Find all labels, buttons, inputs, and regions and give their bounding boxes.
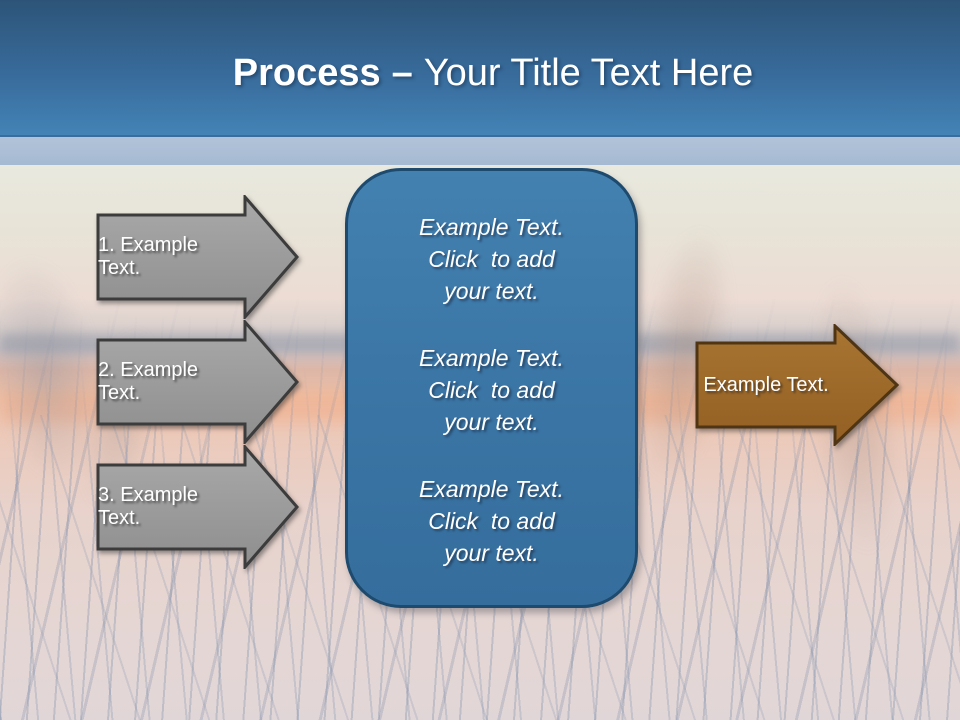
panel-text-block-3[interactable]: Example Text. Click to add your text. — [419, 476, 564, 566]
title-dash: – — [391, 52, 413, 94]
slide-title[interactable]: Process – Your Title Text Here — [0, 0, 960, 137]
panel-text-block-1[interactable]: Example Text. Click to add your text. — [419, 214, 564, 304]
process-step-arrow-3[interactable]: 3. Example Text. — [95, 445, 300, 569]
header-divider-band — [0, 137, 960, 165]
title-bar — [0, 0, 960, 137]
process-step-2-label: 2. Example Text. — [98, 359, 199, 404]
result-arrow-label: Example Text. — [703, 373, 829, 396]
right-arrow-shape-icon — [695, 324, 900, 446]
process-step-3-label: 3. Example Text. — [98, 484, 199, 529]
process-step-1-label: 1. Example Text. — [98, 234, 199, 279]
result-arrow[interactable]: Example Text. — [694, 324, 900, 446]
process-step-arrow-1[interactable]: 1. Example Text. — [95, 195, 300, 319]
title-text: Your Title Text Here — [423, 52, 754, 94]
right-arrow-shape-icon — [96, 445, 299, 569]
content-panel[interactable]: Example Text. Click to add your text. Ex… — [345, 168, 638, 608]
title-keyword: Process — [232, 52, 381, 94]
right-arrow-shape-icon — [96, 195, 299, 319]
process-step-arrow-2[interactable]: 2. Example Text. — [95, 320, 300, 444]
right-arrow-shape-icon — [96, 320, 299, 444]
panel-text-block-2[interactable]: Example Text. Click to add your text. — [419, 345, 564, 435]
